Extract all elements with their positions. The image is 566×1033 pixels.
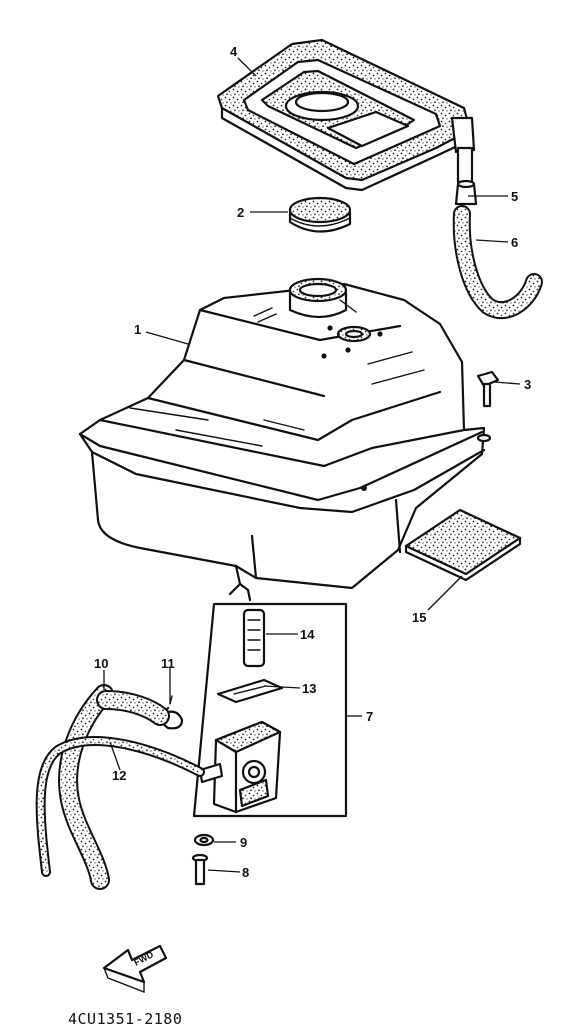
callout-4: 4 — [230, 44, 238, 59]
callout-13: 13 — [302, 681, 316, 696]
forward-arrow-icon: FWD — [102, 944, 168, 994]
part-damper-pad — [404, 508, 522, 582]
callout-9: 9 — [240, 835, 247, 850]
callout-5: 5 — [511, 189, 518, 204]
callout-15: 15 — [412, 610, 426, 625]
diagram-code: 4CU1351-2180 — [68, 1010, 182, 1028]
part-screw — [191, 853, 209, 886]
callout-3: 3 — [524, 377, 531, 392]
part-fuel-hose — [58, 684, 170, 890]
part-fuel-filter — [242, 608, 266, 668]
part-fuel-cock — [198, 720, 282, 814]
part-vacuum-hose — [35, 736, 205, 877]
callout-2: 2 — [237, 205, 244, 220]
callout-14: 14 — [300, 627, 315, 642]
callout-1: 1 — [134, 322, 141, 337]
part-nut — [193, 833, 215, 847]
part-tank-cover-tray — [216, 38, 476, 192]
callout-7: 7 — [366, 709, 373, 724]
callout-numbers: 4 2 5 6 1 3 15 14 13 7 10 11 12 9 8 — [94, 44, 531, 880]
callout-6: 6 — [511, 235, 518, 250]
callout-12: 12 — [112, 768, 126, 783]
callout-8: 8 — [242, 865, 249, 880]
part-bolt — [476, 370, 500, 408]
part-breather-hose — [452, 205, 543, 320]
part-hose-fitting — [454, 179, 478, 206]
fuel-cock-assembly-box — [192, 582, 348, 818]
part-fuel-tank — [78, 277, 492, 602]
callout-10: 10 — [94, 656, 108, 671]
callout-11: 11 — [161, 656, 175, 671]
callout-leaders — [103, 57, 521, 873]
part-gasket — [216, 678, 284, 704]
part-fuel-cap — [288, 196, 352, 233]
